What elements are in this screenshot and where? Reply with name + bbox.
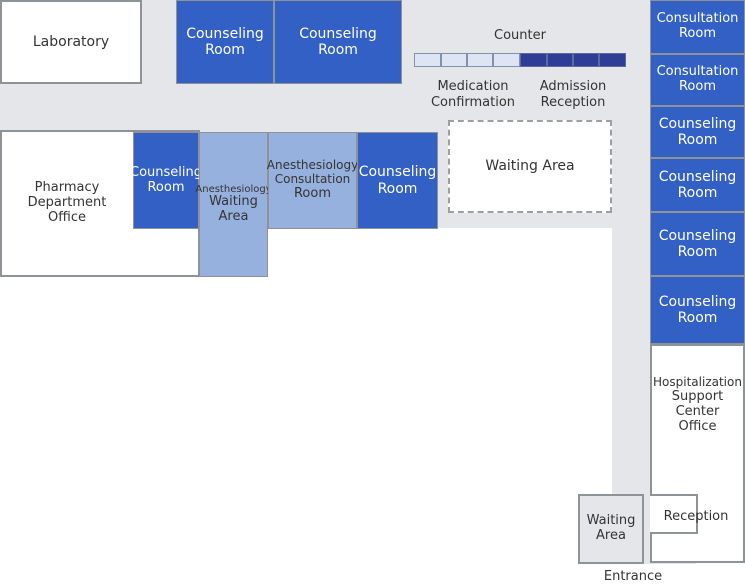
anesthesiology-consultation-room: Anesthesiology Consultation Room <box>267 132 358 229</box>
counter-label: Counter <box>494 28 546 43</box>
admission-reception-label: Admission Reception <box>539 79 607 110</box>
hospitalization-support-center-office: Hospitalization Support Center Office <box>650 344 745 563</box>
corridor-right-vertical <box>612 0 650 548</box>
medication-confirmation-label: Medication Confirmation <box>430 79 516 110</box>
laboratory-room: Laboratory <box>0 0 142 84</box>
anesthesiology-waiting-area: Anesthesiology Waiting Area <box>195 132 272 277</box>
reception-text: Reception <box>663 509 729 524</box>
entrance-label: Entrance <box>603 569 663 584</box>
waiting-area-center: Waiting Area <box>448 120 612 213</box>
reception-outline <box>650 494 698 534</box>
